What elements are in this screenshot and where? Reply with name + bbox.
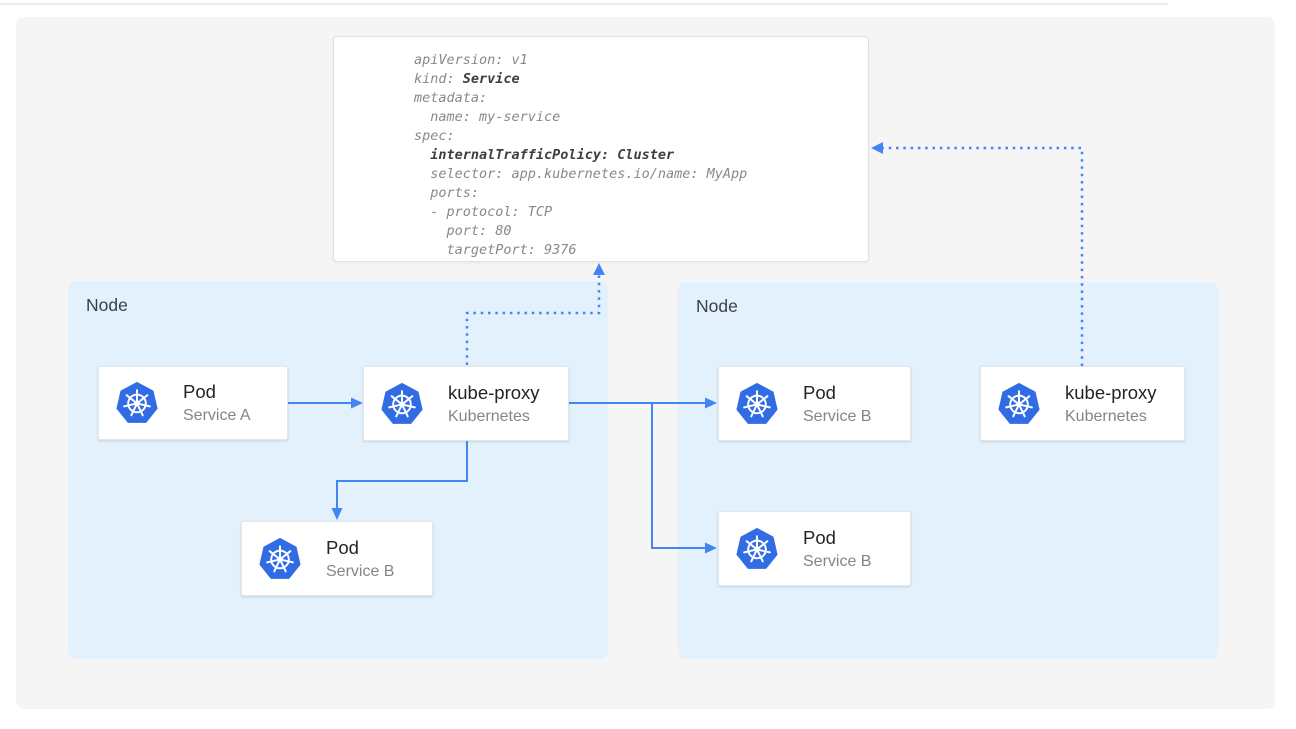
kubernetes-logo-icon — [380, 382, 424, 426]
yaml-code-line: selector: app.kubernetes.io/name: MyApp — [414, 166, 748, 182]
yaml-code-line: spec: — [414, 128, 455, 144]
yaml-code-line: name: my-service — [414, 109, 561, 125]
card-text: kube-proxy Kubernetes — [448, 381, 540, 427]
node-left-label: Node — [86, 295, 128, 315]
card-title: kube-proxy — [1065, 381, 1157, 403]
card-pod-service-b-left: Pod Service B — [241, 521, 433, 596]
yaml-code-line: internalTrafficPolicy: Cluster — [430, 147, 675, 163]
top-divider — [0, 3, 1168, 5]
yaml-code-line: kind: Service — [414, 71, 520, 87]
yaml-code-line: ports: — [414, 185, 480, 201]
yaml-code-line: port: 80 — [414, 223, 512, 239]
card-subtitle: Kubernetes — [448, 407, 530, 425]
node-right-label: Node — [696, 296, 738, 316]
yaml-code-line: - protocol: TCP — [414, 204, 553, 220]
card-pod-service-b-right-bottom: Pod Service B — [718, 511, 911, 586]
card-pod-service-b-right-top: Pod Service B — [718, 366, 911, 441]
card-subtitle: Service B — [803, 407, 872, 425]
card-subtitle: Kubernetes — [1065, 407, 1147, 425]
yaml-code: apiVersion: v1 kind: Service metadata: nam… — [334, 37, 868, 261]
card-text: Pod Service B — [803, 526, 871, 572]
card-text: kube-proxy Kubernetes — [1065, 381, 1157, 427]
kubernetes-logo-icon — [735, 527, 779, 571]
card-text: Pod Service B — [803, 381, 871, 427]
card-title: Pod — [326, 536, 359, 558]
card-kube-proxy-left: kube-proxy Kubernetes — [363, 366, 569, 441]
card-pod-service-a: Pod Service A — [98, 366, 288, 440]
card-subtitle: Service B — [326, 562, 395, 580]
kubernetes-logo-icon — [258, 537, 302, 581]
card-title: Pod — [183, 381, 216, 402]
card-subtitle: Service B — [803, 552, 872, 570]
yaml-code-line: targetPort: 9376 — [414, 242, 577, 258]
kubernetes-logo-icon — [115, 381, 159, 425]
node-right: Node — [678, 282, 1218, 659]
card-title: kube-proxy — [448, 381, 540, 403]
yaml-code-line: metadata: — [414, 90, 488, 106]
card-title: Pod — [803, 526, 836, 548]
yaml-code-line: apiVersion: v1 — [414, 52, 528, 68]
service-yaml-box: apiVersion: v1 kind: Service metadata: nam… — [333, 36, 869, 262]
card-text: Pod Service A — [183, 380, 251, 426]
node-left: Node — [68, 281, 608, 659]
card-text: Pod Service B — [326, 536, 394, 582]
card-title: Pod — [803, 381, 836, 403]
kubernetes-logo-icon — [735, 382, 779, 426]
card-subtitle: Service A — [183, 407, 251, 424]
kubernetes-logo-icon — [997, 382, 1041, 426]
card-kube-proxy-right: kube-proxy Kubernetes — [980, 366, 1185, 441]
